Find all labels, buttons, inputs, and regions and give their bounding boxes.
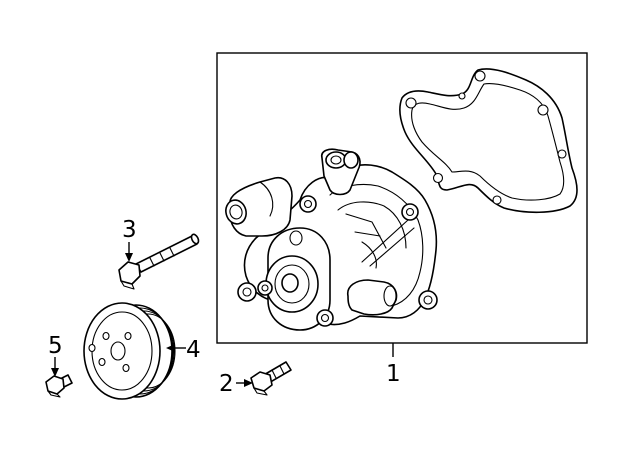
callout-2: 2: [219, 371, 234, 397]
callout-3: 3: [122, 217, 137, 243]
arrowhead-5: [51, 368, 59, 377]
long-bolt-drawing: [118, 233, 200, 290]
arrowhead-4: [166, 344, 175, 352]
short-bolt-drawing: [250, 361, 292, 396]
callout-5: 5: [48, 333, 63, 359]
callout-4: 4: [186, 337, 201, 363]
arrowhead-2: [244, 379, 253, 387]
pulley-drawing: [83, 302, 176, 400]
callout-1: 1: [386, 361, 401, 387]
water-pump-drawing: [225, 148, 438, 331]
gasket-drawing: [399, 68, 578, 214]
pulley-bolt-drawing: [45, 374, 73, 398]
arrowhead-3: [125, 253, 133, 262]
assembly-frame: [216, 52, 588, 344]
